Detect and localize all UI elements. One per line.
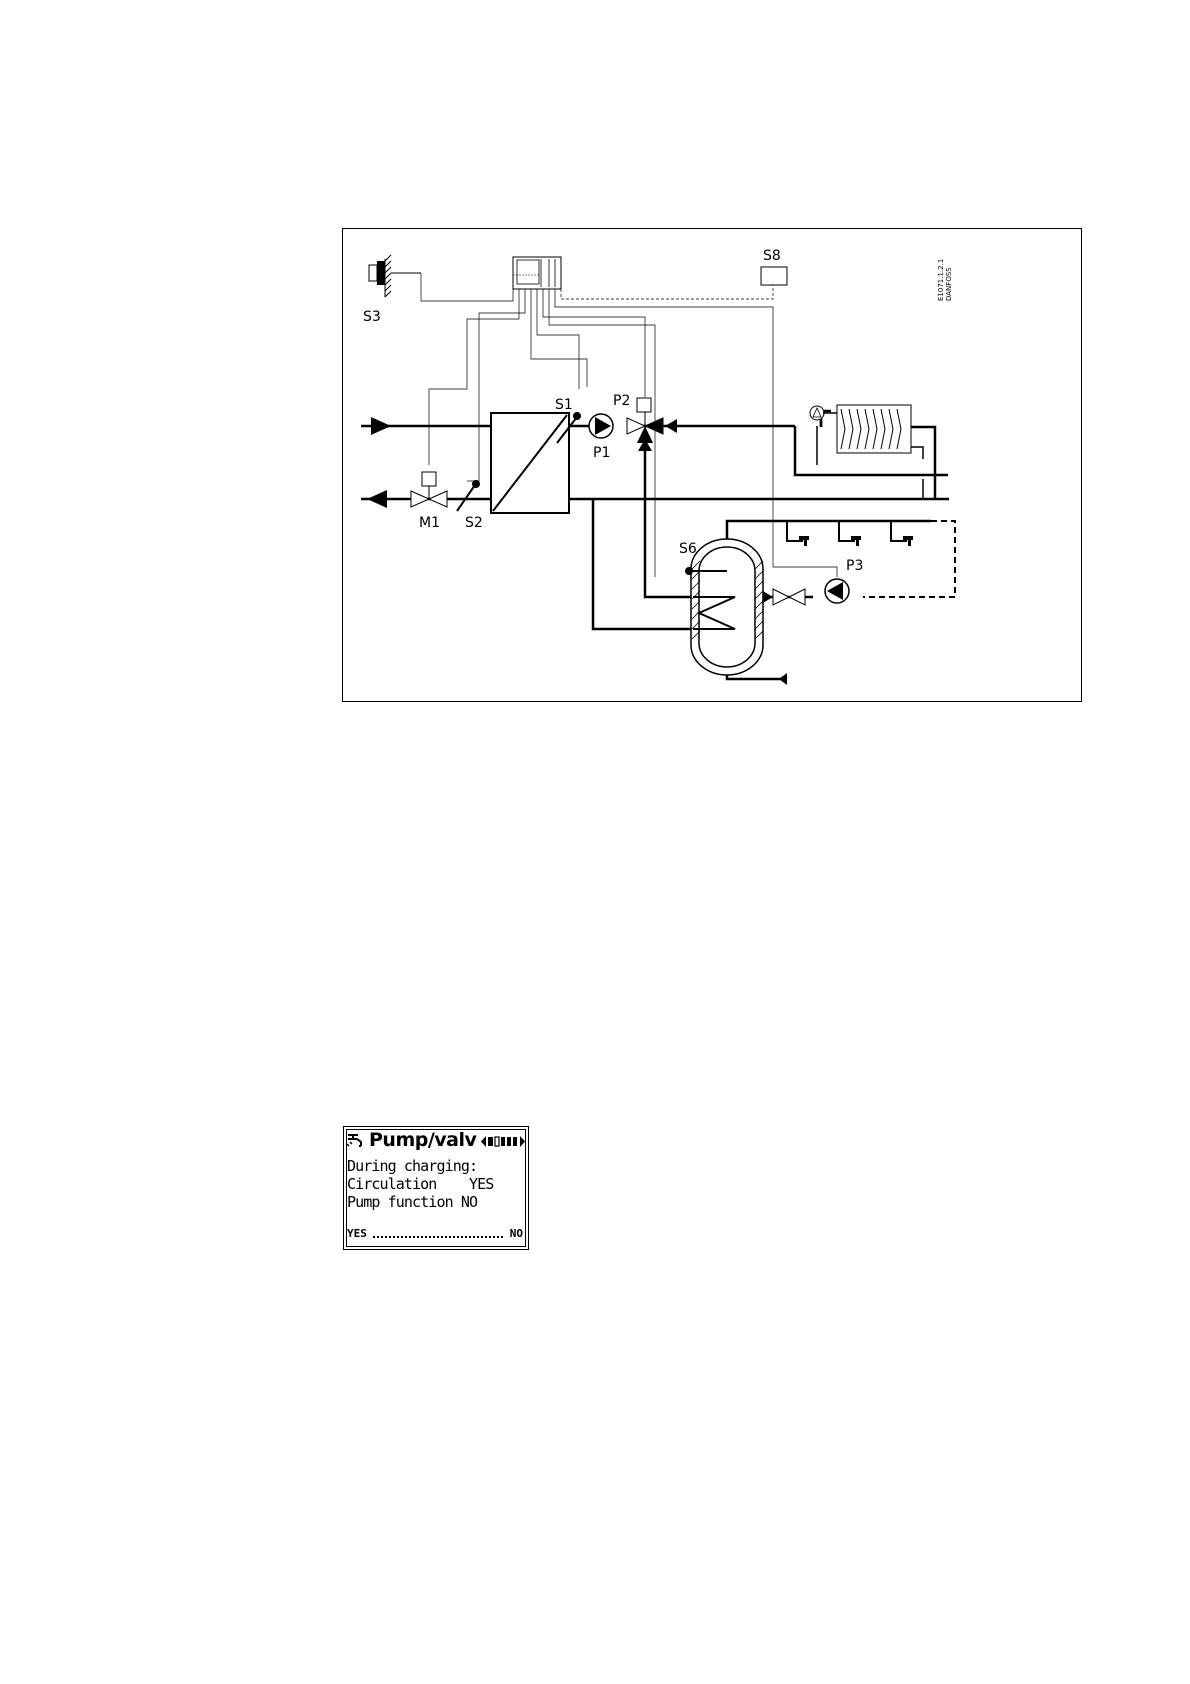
left-arrow-icon: [665, 419, 677, 433]
display-line-during-charging: During charging:: [347, 1157, 477, 1175]
heat-exchanger: [491, 413, 569, 513]
motor-valve-m1: [411, 472, 447, 507]
label-s3: S3: [363, 309, 381, 325]
svg-text:DANFOSS: DANFOSS: [945, 267, 953, 301]
valve-p2: [627, 398, 663, 443]
label-p2: P2: [613, 393, 630, 409]
supply-arrow-icon: [371, 417, 391, 435]
hot-water-tank: [685, 539, 763, 675]
display-line-pump-function: Pump function NO: [347, 1193, 477, 1211]
nav-arrows-icon[interactable]: [481, 1136, 525, 1147]
circulation-return: [863, 521, 955, 597]
pump-p1: [589, 414, 613, 438]
controller-unit: [513, 257, 561, 289]
heating-system-diagram: S3 S8 E1071.1.2.1 DANFOSS: [342, 228, 1082, 702]
svg-text:E1071.1.2.1: E1071.1.2.1: [937, 259, 945, 301]
check-valve: [773, 589, 805, 605]
sensor-s2: [457, 480, 480, 511]
label-s1: S1: [555, 397, 573, 413]
radiator: [810, 405, 923, 499]
diagram-canvas: S3 S8 E1071.1.2.1 DANFOSS: [343, 229, 1083, 703]
controller-display: Pump/valv During charging: Circulation Y…: [343, 1126, 529, 1250]
label-p1: P1: [593, 445, 610, 461]
pump-function-label: Pump function: [347, 1193, 453, 1211]
display-header: Pump/valv: [347, 1129, 523, 1151]
label-p3: P3: [846, 558, 863, 574]
drawing-code: E1071.1.2.1 DANFOSS: [937, 259, 953, 301]
display-title: Pump/valv: [369, 1129, 476, 1151]
return-arrow-icon: [367, 490, 387, 508]
label-s2: S2: [465, 515, 483, 531]
display-line-circulation: Circulation YES: [347, 1175, 493, 1193]
label-s8: S8: [763, 248, 781, 264]
tap-icon: [347, 1132, 365, 1148]
footer-dotted-separator: [373, 1236, 503, 1238]
pump-function-value: NO: [461, 1193, 477, 1211]
outdoor-sensor-s3: [369, 255, 421, 297]
label-s6: S6: [679, 541, 697, 557]
pump-p3: [825, 579, 849, 603]
outlet-arrow-icon: [779, 673, 787, 685]
footer-no-option[interactable]: NO: [510, 1227, 523, 1241]
sensor-s8-box: [761, 267, 787, 285]
label-m1: M1: [419, 515, 440, 531]
footer-yes-option[interactable]: YES: [347, 1227, 367, 1241]
circulation-label: Circulation: [347, 1175, 436, 1193]
circulation-value: YES: [469, 1175, 493, 1193]
